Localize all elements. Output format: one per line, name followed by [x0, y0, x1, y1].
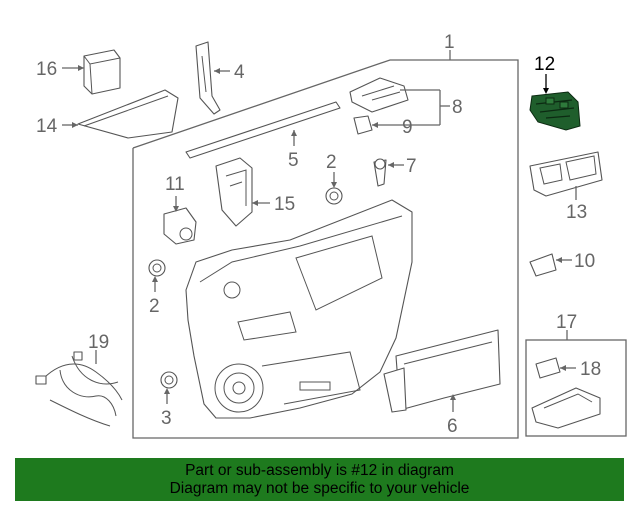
part-18-switch	[535, 357, 576, 379]
callout-6: 6	[447, 416, 458, 437]
callout-4: 4	[234, 62, 245, 83]
door-trim-panel	[185, 199, 413, 419]
callout-2-top: 2	[326, 152, 337, 173]
part-17-kit-housing	[531, 387, 601, 429]
callout-1: 1	[444, 32, 455, 53]
kit-box	[525, 330, 627, 437]
callout-9: 9	[402, 117, 413, 138]
callout-8: 8	[452, 97, 463, 118]
part-19-wiring-harness	[35, 350, 123, 427]
part-6-lower-panel	[383, 329, 501, 413]
callout-7: 7	[406, 156, 417, 177]
parts-diagram: 1 2 2 3 4 5 6 7 8 9 10 11 12 13 14 15 16…	[35, 32, 627, 439]
callout-12: 12	[534, 54, 555, 75]
callout-14: 14	[36, 116, 58, 137]
callout-15: 15	[274, 194, 295, 215]
part-3-clip	[160, 371, 178, 404]
door-panel-frame	[132, 50, 519, 439]
part-2-grommet-top	[325, 172, 343, 205]
part-13-switch-bezel	[529, 151, 603, 200]
callout-10: 10	[574, 251, 595, 272]
callout-13: 13	[566, 202, 587, 223]
part-2-grommet-lower	[148, 259, 166, 292]
part-11-part	[163, 196, 197, 245]
part-5-weatherstrip	[185, 101, 341, 159]
banner-line-1: Part or sub-assembly is #12 in diagram	[185, 462, 454, 479]
part-12-master-switch	[529, 74, 581, 131]
callout-16: 16	[36, 59, 57, 80]
part-15-bracket	[215, 157, 270, 227]
part-7-clip	[373, 158, 404, 187]
part-8-handle	[349, 77, 450, 125]
callout-3: 3	[161, 408, 172, 429]
banner-line-2: Diagram may not be specific to your vehi…	[169, 480, 470, 497]
callout-5: 5	[288, 150, 299, 171]
callout-17: 17	[556, 312, 577, 333]
part-10-cover	[529, 253, 572, 277]
part-info-banner: Part or sub-assembly is #12 in diagram D…	[15, 458, 624, 501]
part-16-switch-block	[62, 49, 121, 95]
callout-19: 19	[88, 332, 109, 353]
callout-2-lower: 2	[149, 296, 160, 317]
callout-18: 18	[580, 359, 601, 380]
part-4-bracket	[195, 41, 230, 115]
part-9-cap	[353, 115, 440, 135]
part-14-pad	[62, 89, 179, 139]
callout-11: 11	[165, 174, 185, 195]
